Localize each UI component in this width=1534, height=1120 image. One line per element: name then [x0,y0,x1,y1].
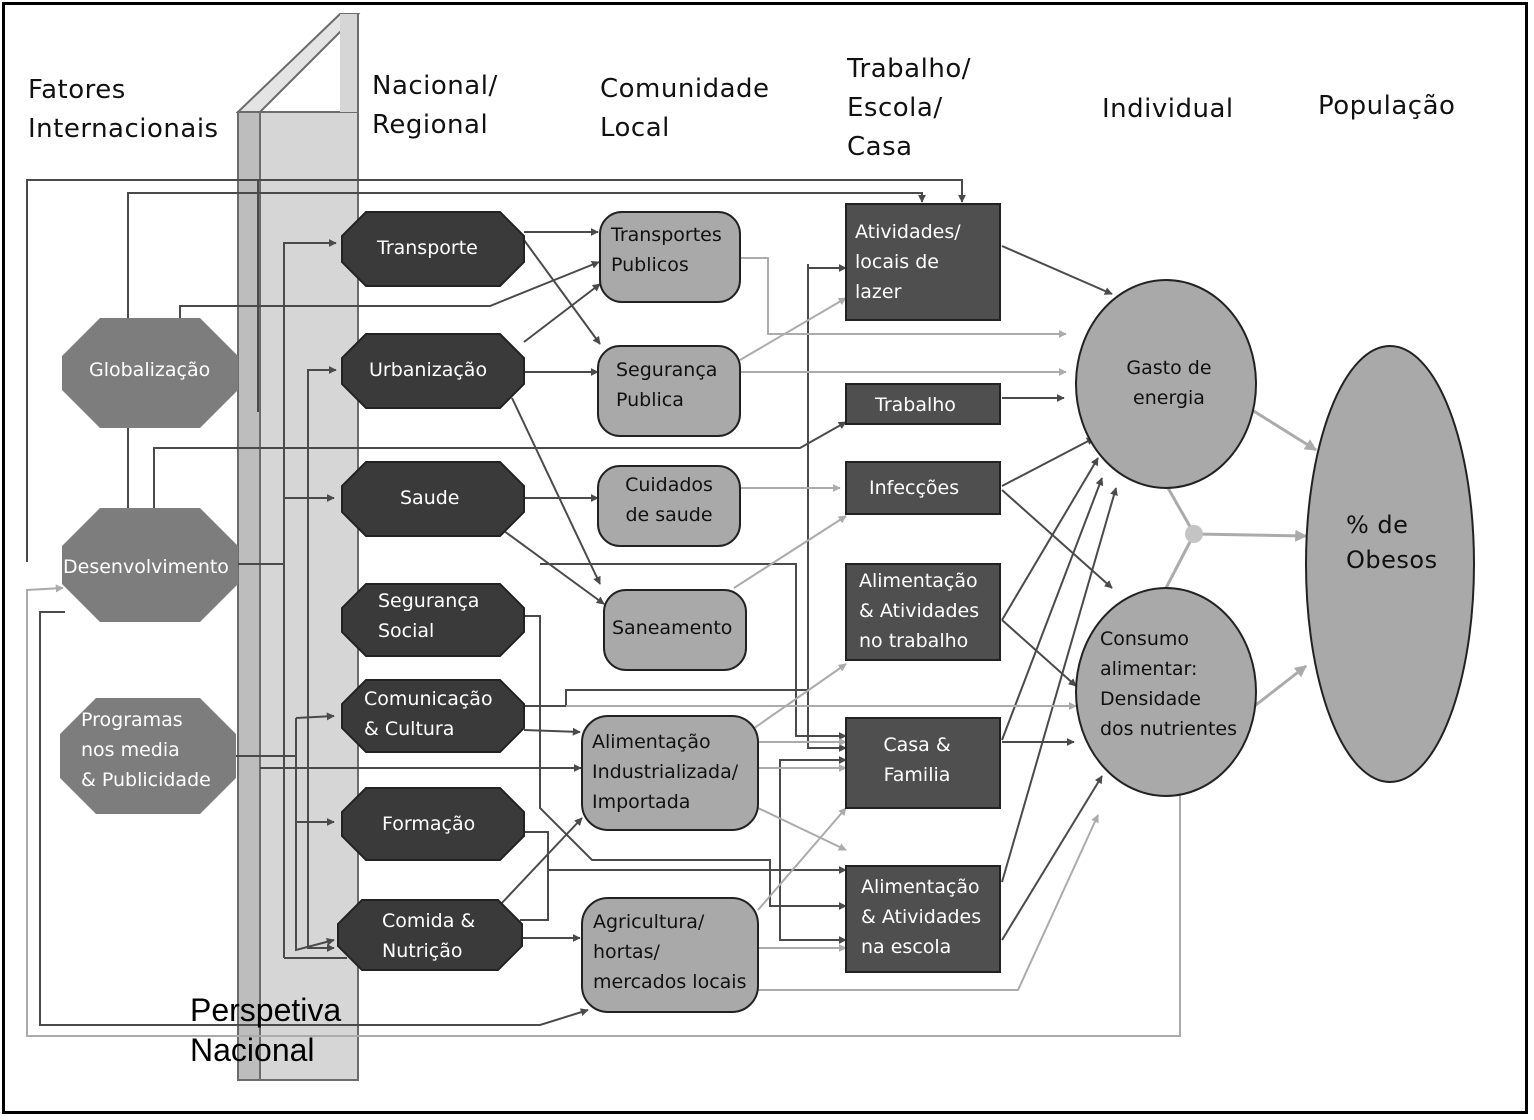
label-programas: Programas nos media & Publicidade [81,709,211,791]
header-individual: Individual [1102,94,1234,124]
node-saneamento [603,589,747,671]
label-saneamento: Saneamento [612,617,733,639]
perspective-label: Perspetiva Nacional [190,992,342,1068]
node-alimentacao-ind [581,715,759,831]
label-infeccoes: Infecções [869,477,960,499]
label-urbanizacao: Urbanização [369,359,488,381]
label-casa-familia: Casa & Familia [883,734,951,786]
label-trabalho: Trabalho [875,394,956,416]
node-comunicacao [341,679,525,753]
label-saude: Saude [400,487,460,509]
connectors [26,179,1318,1037]
node-casa-familia [845,717,1001,809]
node-formacao [341,787,525,861]
junction-dot [1185,525,1203,543]
node-gasto-energia [1075,279,1257,489]
node-alim-trabalho [845,563,1001,661]
label-atividades-lazer: Atividades/ locais de lazer [855,221,961,303]
label-obesos: % de Obesos [1346,511,1438,574]
node-programas [60,698,236,814]
national-perspective-panel [235,13,361,1081]
label-comida: Comida & Nutrição [382,910,476,962]
label-formacao: Formação [382,813,476,835]
header-international: Fatores Internacionais [28,75,219,144]
node-globalizacao [62,318,238,428]
label-alimentacao-ind: Alimentação Industrializada/ Importada [592,731,739,813]
node-cuidados [597,465,741,547]
header-work: Trabalho/ Escola/ Casa [847,54,971,162]
node-obesos [1305,345,1475,783]
header-community: Comunidade Local [600,74,770,143]
label-transportes-publicos: Transportes Publicos [611,224,722,276]
node-consumo [1075,587,1257,797]
node-transportes-publicos [599,211,741,303]
label-transporte: Transporte [377,237,478,259]
node-atividades-lazer [845,203,1001,321]
node-seguranca-publica [597,345,741,437]
label-seguranca-publica: Segurança Publica [616,359,718,411]
label-cuidados: Cuidados de saude [625,474,713,526]
label-alim-trabalho: Alimentação & Atividades no trabalho [859,570,980,652]
label-seguranca-social: Segurança Social [378,590,480,642]
node-transporte [341,211,525,287]
header-population: População [1318,91,1456,121]
header-national: Nacional/ Regional [372,71,498,140]
label-consumo: Consumo alimentar: Densidade dos nutrien… [1100,628,1238,740]
label-globalizacao: Globalização [89,359,211,381]
node-saude [341,461,525,537]
label-agricultura: Agricultura/ hortas/ mercados locais [593,911,747,993]
node-trabalho [845,383,1001,425]
label-desenvolvimento: Desenvolvimento [63,556,229,578]
node-comida [337,899,523,971]
node-urbanizacao [341,333,525,409]
node-agricultura [581,897,759,1013]
label-alim-escola: Alimentação & Atividades na escola [861,876,982,958]
node-infeccoes [845,461,1001,515]
label-comunicacao: Comunicação & Cultura [364,688,493,740]
node-desenvolvimento [62,508,238,622]
node-seguranca-social [341,583,525,657]
node-alim-escola [845,865,1001,973]
label-gasto-energia: Gasto de energia [1126,357,1212,409]
